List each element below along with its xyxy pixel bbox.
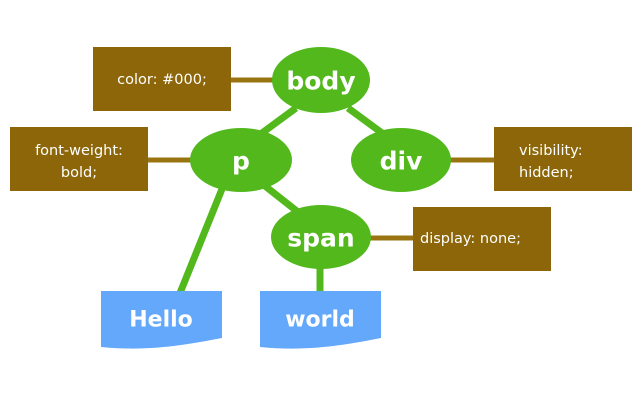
property-box-color-line-1: color: #000; [117, 72, 207, 88]
element-node-body[interactable]: body [272, 47, 370, 113]
edge-p-to-hello [176, 187, 226, 295]
property-box-font-weight-rect [10, 127, 148, 191]
property-box-display-line-1: display: none; [420, 231, 521, 247]
element-node-div-label: div [380, 147, 423, 176]
text-node-world[interactable]: world [260, 291, 381, 349]
element-node-p-ellipse [190, 128, 292, 192]
edge-body-to-p [259, 105, 299, 136]
element-node-body-label: body [286, 67, 355, 96]
element-node-body-ellipse [272, 47, 370, 113]
element-node-span-ellipse [271, 205, 371, 269]
text-node-world-shape [260, 291, 381, 349]
property-box-color-rect [93, 47, 231, 111]
element-node-div[interactable]: div [351, 128, 451, 192]
edge-body-to-div [345, 105, 385, 136]
property-box-visibility-line-1: visibility: [519, 143, 583, 159]
property-box-display-rect [413, 207, 551, 271]
property-box-font-weight[interactable]: font-weight: bold; [10, 127, 148, 191]
property-box-visibility-rect [494, 127, 632, 191]
element-node-p-label: p [232, 147, 250, 176]
tree-edges [176, 105, 385, 295]
element-node-div-ellipse [351, 128, 451, 192]
text-node-hello-label: Hello [129, 308, 193, 333]
property-box-visibility-line-2: hidden; [519, 165, 574, 181]
element-node-span-label: span [287, 224, 354, 253]
property-box-font-weight-line-2: bold; [61, 165, 97, 181]
property-box-font-weight-line-1: font-weight: [35, 143, 123, 159]
edge-p-to-span [262, 183, 301, 215]
element-node-span[interactable]: span [271, 205, 371, 269]
property-box-color[interactable]: color: #000; [93, 47, 231, 111]
text-node-hello[interactable]: Hello [101, 291, 222, 349]
element-node-p[interactable]: p [190, 128, 292, 192]
text-node-hello-shape [101, 291, 222, 349]
text-node-world-label: world [285, 308, 355, 333]
property-box-visibility[interactable]: visibility: hidden; [494, 127, 632, 191]
property-box-display[interactable]: display: none; [413, 207, 551, 271]
